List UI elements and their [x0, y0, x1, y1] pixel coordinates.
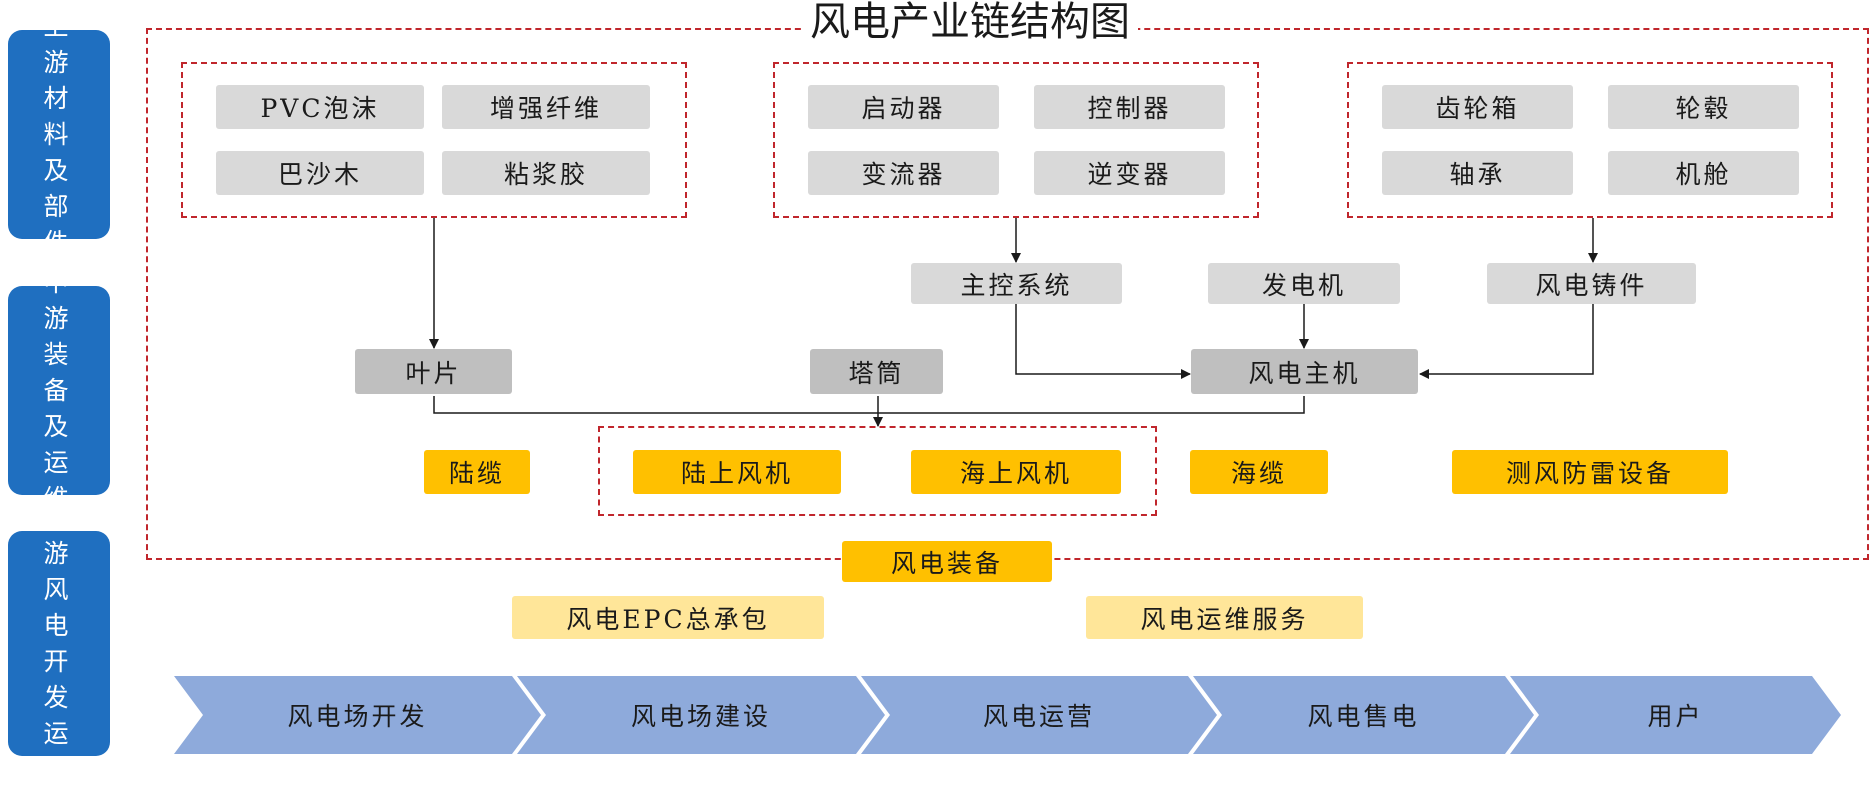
part-hub: 轮毂	[1608, 85, 1799, 129]
part-gearbox: 齿轮箱	[1382, 85, 1573, 129]
service-epc: 风电EPC总承包	[512, 596, 824, 639]
component-blade: 叶片	[355, 349, 512, 394]
component-main-control: 主控系统	[911, 263, 1122, 304]
part-controller: 控制器	[1034, 85, 1225, 129]
component-generator: 发电机	[1208, 263, 1400, 304]
upstream-group-mechanical	[1347, 62, 1833, 218]
sidebar-upstream: 上游材料及部件	[8, 12, 110, 257]
material-balsa-wood: 巴沙木	[216, 151, 424, 195]
turbine-group	[598, 426, 1157, 516]
part-inverter: 逆变器	[1034, 151, 1225, 195]
material-pvc-foam: PVC泡沫	[216, 85, 424, 129]
flow-step-development: 风电场开发	[287, 702, 428, 731]
wind-equipment-label: 风电装备	[842, 541, 1052, 582]
flow-chevron-3	[861, 676, 1217, 754]
flow-chevron-2	[517, 676, 885, 754]
flow-chevron-4	[1193, 676, 1534, 754]
arrow-main-control-to-main-unit	[1015, 304, 1191, 379]
arrow-castings-to-main-unit	[1419, 304, 1594, 379]
sidebar-downstream-label: 下游风电开发运营	[43, 502, 75, 784]
equipment-submarine-cable: 海缆	[1190, 450, 1328, 494]
part-converter: 变流器	[808, 151, 999, 195]
equipment-land-cable: 陆缆	[424, 450, 530, 494]
diagram-title: 风电产业链结构图	[802, 0, 1138, 44]
flow-step-construction: 风电场建设	[630, 702, 771, 731]
part-starter: 启动器	[808, 85, 999, 129]
material-adhesive: 粘浆胶	[442, 151, 650, 195]
material-reinforced-fiber: 增强纤维	[442, 85, 650, 129]
equipment-offshore-turbine: 海上风机	[911, 450, 1121, 494]
upstream-group-materials	[181, 62, 687, 218]
component-castings: 风电铸件	[1487, 263, 1696, 304]
sidebar-upstream-label: 上游材料及部件	[43, 11, 75, 257]
component-tower: 塔筒	[810, 349, 943, 394]
upstream-group-electrical	[773, 62, 1259, 218]
equipment-onshore-turbine: 陆上风机	[633, 450, 841, 494]
part-bearing: 轴承	[1382, 151, 1573, 195]
part-nacelle: 机舱	[1608, 151, 1799, 195]
flow-step-users: 用户	[1647, 702, 1704, 731]
equipment-anemometry-lightning: 测风防雷设备	[1452, 450, 1728, 494]
flow-step-operation: 风电运营	[982, 702, 1095, 731]
connectors-layer	[174, 218, 1841, 754]
sidebar-midstream: 中游装备及运维	[8, 268, 110, 513]
flow-chevron-1	[174, 676, 541, 754]
merge-line	[433, 396, 1305, 414]
flow-chevron-5	[1510, 676, 1841, 754]
sidebar-downstream: 下游风电开发运营	[8, 503, 110, 784]
component-main-unit: 风电主机	[1191, 349, 1418, 394]
flow-step-power-sales: 风电售电	[1307, 702, 1420, 731]
service-om: 风电运维服务	[1086, 596, 1363, 639]
sidebar-midstream-label: 中游装备及运维	[43, 267, 75, 513]
